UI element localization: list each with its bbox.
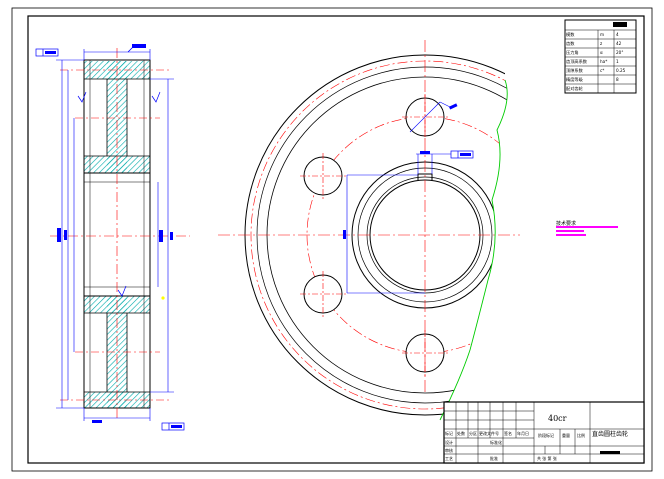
tech-requirements-label: 技术要求	[556, 220, 576, 227]
standardize-label: 标准化	[490, 439, 502, 445]
front-view	[218, 40, 520, 421]
parameter-table: 模数 m 4 齿数 z 42 压力角 α 20° 齿顶高系数 ha* 1 顶隙系数 c* 0.25 精度等级 8…	[564, 19, 637, 94]
param-cell-r3-c2: 1	[616, 59, 619, 64]
keyway-dimension	[346, 153, 452, 294]
tolerance-frame-keyway	[450, 150, 474, 159]
section-view	[35, 44, 190, 431]
dim-text-outer-diameter	[57, 228, 61, 242]
scale-label: 比例	[577, 432, 585, 438]
tech-requirements-note: 技术要求	[556, 220, 618, 236]
tolerance-frame-top	[35, 48, 59, 57]
param-cell-r6-c0: 配对齿轮	[566, 85, 584, 92]
material: 40cr	[548, 414, 567, 423]
drawing-name: 直齿圆柱齿轮	[592, 430, 628, 438]
param-cell-r0-c1: m	[600, 32, 604, 37]
param-cell-r3-c0: 齿顶高系数	[566, 58, 588, 65]
yellow-marker	[161, 296, 165, 300]
param-cell-r1-c0: 齿数	[566, 40, 575, 47]
sheet-info: 共 张 第 张	[537, 455, 557, 461]
param-cell-r5-c2: 8	[616, 77, 619, 82]
param-cell-r2-c0: 压力角	[566, 49, 579, 56]
dim-text-pitch-diameter	[64, 230, 67, 240]
param-cell-r0-c0: 模数	[566, 31, 575, 38]
param-cell-r5-c0: 精度等级	[566, 76, 584, 83]
param-cell-r4-c1: c*	[600, 68, 604, 73]
inner-border	[27, 15, 645, 464]
bottom-web-hatch	[107, 296, 127, 408]
param-cell-r3-c1: ha*	[600, 59, 607, 64]
param-cell-r4-c0: 顶隙系数	[566, 67, 584, 74]
header-cell-change-doc: 更改文件号	[479, 430, 499, 436]
section-dimensions	[56, 49, 174, 421]
drawing-number	[600, 451, 620, 454]
header-cell-zone: 分区	[469, 430, 477, 436]
param-cell-r1-c1: z	[600, 41, 603, 46]
param-cell-r0-c2: 4	[616, 32, 619, 37]
review-label: 审核	[445, 447, 453, 453]
param-cell-r2-c1: α	[600, 50, 603, 55]
tolerance-frame-bottom	[161, 422, 185, 431]
approve-label: 批准	[490, 455, 498, 461]
header-cell-mark: 标记	[445, 430, 453, 436]
dim-text-bore	[159, 230, 163, 242]
dim-text-root	[170, 232, 173, 240]
header-cell-date: 年月日	[517, 430, 529, 436]
title-block: 标记 处数 分区 更改文件号 签名 年月日 设计 标准化 审核 工艺 批准 阶段…	[443, 401, 645, 464]
process-label: 工艺	[445, 456, 453, 461]
param-cell-r4-c2: 0.25	[616, 68, 626, 73]
weight-label: 重量	[562, 432, 570, 438]
param-cell-r2-c2: 20°	[616, 50, 623, 55]
param-cell-r1-c2: 42	[616, 41, 622, 46]
header-cell-signature: 签名	[504, 430, 512, 436]
header-cell-count: 处数	[457, 430, 465, 436]
break-line	[439, 79, 508, 421]
dim-text-width-bottom	[92, 420, 102, 423]
stage-label: 阶段标记	[538, 432, 554, 438]
design-label: 设计	[445, 439, 453, 445]
keyway	[417, 173, 433, 180]
outer-border	[11, 7, 653, 472]
